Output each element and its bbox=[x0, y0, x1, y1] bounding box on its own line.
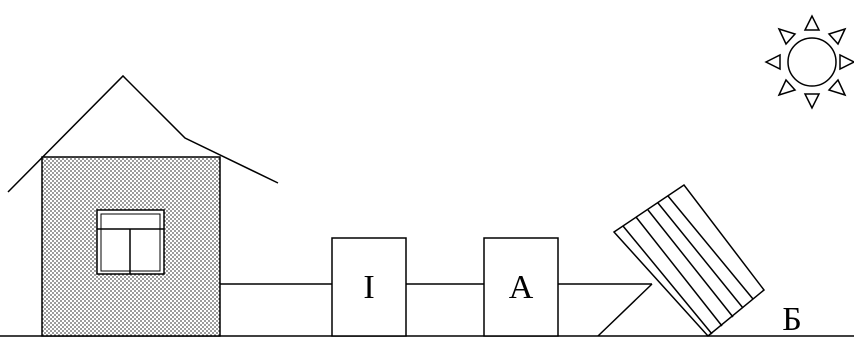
panel-support bbox=[597, 283, 653, 337]
house bbox=[7, 74, 279, 337]
house-roof bbox=[7, 74, 279, 193]
house-window bbox=[96, 209, 165, 275]
sun-icon bbox=[764, 14, 854, 110]
battery-block: A bbox=[483, 237, 559, 337]
inverter-block: I bbox=[331, 237, 407, 337]
inverter-label: I bbox=[363, 269, 374, 306]
panel-label: Б bbox=[782, 301, 802, 338]
solar-panel: Б bbox=[597, 183, 802, 338]
battery-label: A bbox=[509, 269, 534, 306]
panel-stripes bbox=[622, 195, 754, 335]
